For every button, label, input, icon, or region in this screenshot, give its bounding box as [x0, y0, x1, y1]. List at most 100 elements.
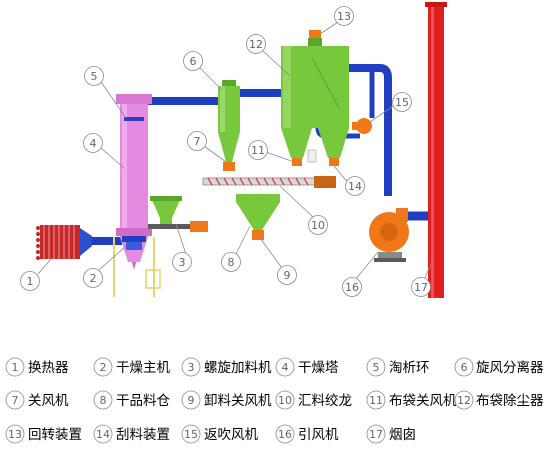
svg-text:7: 7: [12, 394, 19, 407]
legend-item-12: 12 布袋除尘器: [454, 390, 544, 410]
discharge-rotary-valve: [252, 230, 264, 240]
rotary-device: [309, 30, 321, 38]
heat-exchanger: [36, 225, 92, 260]
svg-text:9: 9: [284, 269, 291, 282]
legend-item-9: 9 卸料关风机: [181, 390, 272, 410]
svg-text:14: 14: [96, 428, 110, 441]
svg-text:5: 5: [373, 361, 380, 374]
svg-text:11: 11: [251, 144, 265, 157]
legend-item-14: 14 刮料装置: [93, 424, 170, 444]
callout-16: 16: [342, 277, 362, 297]
svg-text:12: 12: [249, 38, 263, 51]
callout-7: 7: [187, 131, 207, 151]
legend-item-7: 7 关风机: [5, 390, 69, 410]
legend-item-8: 8 干品料仓: [93, 390, 170, 410]
svg-text:烟囱: 烟囱: [389, 427, 416, 443]
svg-text:15: 15: [184, 428, 198, 441]
svg-text:1: 1: [12, 361, 19, 374]
svg-text:换热器: 换热器: [28, 360, 69, 376]
dryer-main-unit-frame: [113, 237, 161, 297]
cyclone-separator: [218, 80, 240, 162]
legend: 1 换热器 2 干燥主机 3 螺旋加料机 4 干燥塔 5 淘析环 6 旋风分离器: [5, 357, 544, 444]
svg-text:14: 14: [348, 180, 362, 193]
bag-rotary-valves: [292, 158, 339, 166]
svg-text:8: 8: [100, 394, 107, 407]
svg-text:17: 17: [414, 281, 428, 294]
callout-4: 4: [83, 133, 103, 153]
svg-text:3: 3: [179, 256, 186, 269]
svg-text:7: 7: [194, 135, 201, 148]
svg-text:干燥主机: 干燥主机: [116, 360, 170, 376]
dryer-main-unit-drive: [122, 236, 146, 250]
svg-text:10: 10: [278, 394, 292, 407]
legend-item-4: 4 干燥塔: [275, 357, 339, 377]
legend-item-6: 6 旋风分离器: [454, 357, 544, 377]
callout-14: 14: [345, 176, 365, 196]
callout-3: 3: [172, 252, 192, 272]
svg-text:卸料关风机: 卸料关风机: [204, 393, 272, 409]
svg-text:10: 10: [311, 219, 325, 232]
legend-item-15: 15 返吹风机: [181, 424, 258, 444]
svg-text:1: 1: [27, 275, 34, 288]
callout-6: 6: [183, 51, 203, 71]
svg-text:返吹风机: 返吹风机: [204, 427, 258, 443]
callout-10: 10: [308, 215, 328, 235]
svg-text:回转装置: 回转装置: [28, 427, 82, 443]
svg-text:5: 5: [91, 70, 98, 83]
callout-17: 17: [411, 277, 431, 297]
scraper-device: [307, 149, 317, 163]
dry-product-bin: [236, 194, 280, 230]
svg-text:17: 17: [369, 428, 383, 441]
legend-item-17: 17 烟囱: [366, 424, 416, 444]
svg-text:刮料装置: 刮料装置: [116, 427, 170, 443]
svg-text:6: 6: [461, 361, 468, 374]
callout-11: 11: [248, 140, 268, 160]
callout-12: 12: [246, 34, 266, 54]
svg-text:15: 15: [395, 96, 409, 109]
svg-text:淘析环: 淘析环: [389, 360, 430, 376]
induced-draft-fan: [369, 208, 409, 262]
legend-item-2: 2 干燥主机: [93, 357, 170, 377]
svg-text:干燥塔: 干燥塔: [298, 360, 339, 376]
legend-item-11: 11 布袋关风机: [366, 390, 457, 410]
svg-text:8: 8: [228, 256, 235, 269]
callout-2: 2: [83, 268, 103, 288]
svg-text:11: 11: [369, 394, 383, 407]
legend-item-16: 16 引风机: [275, 424, 339, 444]
svg-text:干品料仓: 干品料仓: [116, 393, 170, 409]
svg-text:16: 16: [345, 281, 359, 294]
svg-text:13: 13: [337, 10, 351, 23]
legend-item-3: 3 螺旋加料机: [181, 357, 272, 377]
rotary-valve: [223, 162, 235, 171]
svg-text:汇料绞龙: 汇料绞龙: [298, 392, 352, 409]
reverse-blow-fan: [352, 118, 372, 134]
callout-5: 5: [84, 66, 104, 86]
svg-text:16: 16: [278, 428, 292, 441]
elutriation-ring: [124, 117, 144, 121]
svg-text:布袋关风机: 布袋关风机: [389, 393, 457, 409]
svg-text:3: 3: [188, 361, 195, 374]
svg-text:2: 2: [90, 272, 97, 285]
legend-item-1: 1 换热器: [5, 357, 69, 377]
callout-9: 9: [277, 265, 297, 285]
svg-text:2: 2: [100, 361, 107, 374]
chimney: [425, 2, 447, 298]
svg-text:9: 9: [188, 394, 195, 407]
callout-13: 13: [334, 6, 354, 26]
collecting-auger: [202, 176, 336, 188]
legend-item-5: 5 淘析环: [366, 357, 430, 377]
callout-8: 8: [221, 252, 241, 272]
callout-1: 1: [20, 271, 40, 291]
svg-text:6: 6: [190, 55, 197, 68]
svg-text:引风机: 引风机: [298, 427, 339, 443]
svg-text:13: 13: [8, 428, 22, 441]
svg-text:旋风分离器: 旋风分离器: [476, 359, 544, 376]
callout-leaders: [37, 21, 433, 281]
legend-item-10: 10 汇料绞龙: [275, 390, 352, 410]
legend-item-13: 13 回转装置: [5, 424, 82, 444]
svg-text:关风机: 关风机: [28, 393, 69, 409]
screw-feeder: [148, 196, 208, 232]
svg-text:螺旋加料机: 螺旋加料机: [204, 360, 272, 376]
svg-text:布袋除尘器: 布袋除尘器: [476, 393, 544, 409]
